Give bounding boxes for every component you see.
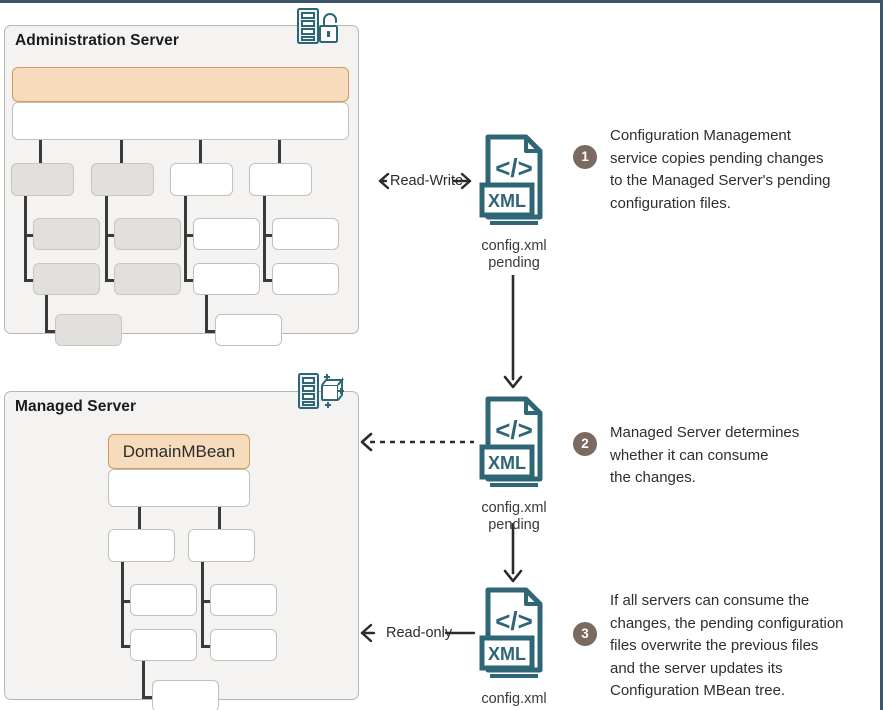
panel-administration-server: Administration Server bbox=[4, 25, 359, 346]
managed-branch-left-tick-b bbox=[121, 645, 130, 648]
managed-node-left-2 bbox=[130, 629, 197, 661]
managed-node-right-2 bbox=[210, 629, 277, 661]
admin-branch-2-tick-b bbox=[105, 279, 114, 282]
admin-branch-4-tick-b bbox=[263, 279, 272, 282]
managed-branch-right-tick-b bbox=[201, 645, 210, 648]
managed-branch-left-2-spine bbox=[142, 661, 145, 699]
file-config-xml-pending-1: </> XML config.xml pending bbox=[478, 133, 550, 272]
file-caption-3: config.xml bbox=[481, 691, 547, 707]
managed-connector-right bbox=[218, 507, 221, 529]
admin-node-2-1 bbox=[114, 218, 181, 250]
server-unlocked-icon bbox=[294, 6, 344, 55]
managed-connector-left bbox=[138, 507, 141, 529]
step-3-badge: 3 bbox=[573, 622, 597, 646]
step-3-text: If all servers can consume the changes, … bbox=[610, 592, 844, 699]
admin-branch-1-tick-b bbox=[24, 279, 33, 282]
managed-node-left-2-1 bbox=[152, 680, 219, 710]
admin-branch-1-2-spine bbox=[45, 295, 48, 333]
step-2-text: Managed Server determines whether it can… bbox=[610, 424, 800, 486]
admin-node-level1 bbox=[12, 102, 349, 140]
admin-node-4-1 bbox=[272, 218, 339, 250]
step-1-text: Configuration Management service copies … bbox=[610, 127, 831, 212]
arrow-label-read-only: Read-only bbox=[386, 625, 453, 641]
admin-node-1-2 bbox=[33, 263, 100, 295]
admin-node-child-3 bbox=[170, 163, 233, 196]
managed-branch-right-spine bbox=[201, 562, 204, 648]
file-config-xml-3: </> XML config.xml bbox=[478, 586, 550, 708]
admin-node-child-1 bbox=[11, 163, 74, 196]
admin-branch-3-2-tick bbox=[205, 330, 215, 333]
admin-branch-1-2-tick bbox=[45, 330, 55, 333]
managed-node-level1 bbox=[108, 469, 250, 507]
admin-connector-1 bbox=[39, 140, 42, 163]
managed-node-child-left bbox=[108, 529, 175, 562]
xml-file-icon: </> XML bbox=[479, 396, 543, 487]
file-config-xml-pending-2: </> XML config.xml pending bbox=[478, 395, 550, 534]
managed-node-right-1 bbox=[210, 584, 277, 616]
arrow-label-read-write: Read-Write bbox=[390, 173, 464, 189]
step-2-badge: 2 bbox=[573, 432, 597, 456]
managed-branch-left-2-tick bbox=[142, 696, 152, 699]
svg-text:XML: XML bbox=[488, 644, 526, 664]
admin-branch-3-tick-b bbox=[184, 279, 193, 282]
arrow-read-only bbox=[360, 623, 476, 643]
svg-text:XML: XML bbox=[488, 453, 526, 473]
arrow-consume-dashed bbox=[360, 432, 474, 452]
xml-file-icon: </> XML bbox=[479, 134, 543, 225]
admin-branch-2-tick-a bbox=[105, 234, 114, 237]
panel-title-administration-server: Administration Server bbox=[15, 32, 180, 49]
managed-branch-left-tick-a bbox=[121, 600, 130, 603]
server-deploy-icon bbox=[296, 371, 345, 418]
admin-node-3-2 bbox=[193, 263, 260, 295]
managed-node-child-right bbox=[188, 529, 255, 562]
managed-branch-right-tick-a bbox=[201, 600, 210, 603]
arrow-flow-2-to-3 bbox=[503, 523, 523, 583]
admin-connector-3 bbox=[199, 140, 202, 163]
admin-branch-1-spine bbox=[24, 196, 27, 282]
svg-text:</>: </> bbox=[495, 153, 533, 183]
admin-branch-1-tick-a bbox=[24, 234, 33, 237]
svg-text:XML: XML bbox=[488, 191, 526, 211]
file-caption-1: config.xml pending bbox=[481, 238, 547, 271]
panel-title-managed-server: Managed Server bbox=[15, 398, 137, 415]
admin-node-root bbox=[12, 67, 349, 102]
admin-branch-2-spine bbox=[105, 196, 108, 282]
admin-node-3-1 bbox=[193, 218, 260, 250]
admin-connector-4 bbox=[278, 140, 281, 163]
admin-branch-3-2-spine bbox=[205, 295, 208, 333]
admin-node-child-4 bbox=[249, 163, 312, 196]
admin-node-2-2 bbox=[114, 263, 181, 295]
svg-text:</>: </> bbox=[495, 415, 533, 445]
svg-text:</>: </> bbox=[495, 606, 533, 636]
admin-node-1-1 bbox=[33, 218, 100, 250]
panel-managed-server: Managed Server DomainMBean bbox=[4, 391, 359, 710]
arrow-flow-1-to-2 bbox=[503, 275, 523, 389]
admin-branch-4-spine bbox=[263, 196, 266, 282]
managed-node-left-1 bbox=[130, 584, 197, 616]
arrow-read-write bbox=[378, 172, 472, 190]
admin-branch-3-tick-a bbox=[184, 234, 193, 237]
admin-node-child-2 bbox=[91, 163, 154, 196]
admin-node-1-2-1 bbox=[55, 314, 122, 346]
admin-node-3-2-1 bbox=[215, 314, 282, 346]
managed-node-domainmbean: DomainMBean bbox=[108, 434, 250, 469]
step-1-badge: 1 bbox=[573, 145, 597, 169]
admin-branch-4-tick-a bbox=[263, 234, 272, 237]
file-caption-2: config.xml pending bbox=[481, 500, 547, 533]
admin-node-4-2 bbox=[272, 263, 339, 295]
admin-branch-3-spine bbox=[184, 196, 187, 282]
managed-branch-left-spine bbox=[121, 562, 124, 648]
xml-file-icon: </> XML bbox=[479, 587, 543, 678]
admin-connector-2 bbox=[120, 140, 123, 163]
